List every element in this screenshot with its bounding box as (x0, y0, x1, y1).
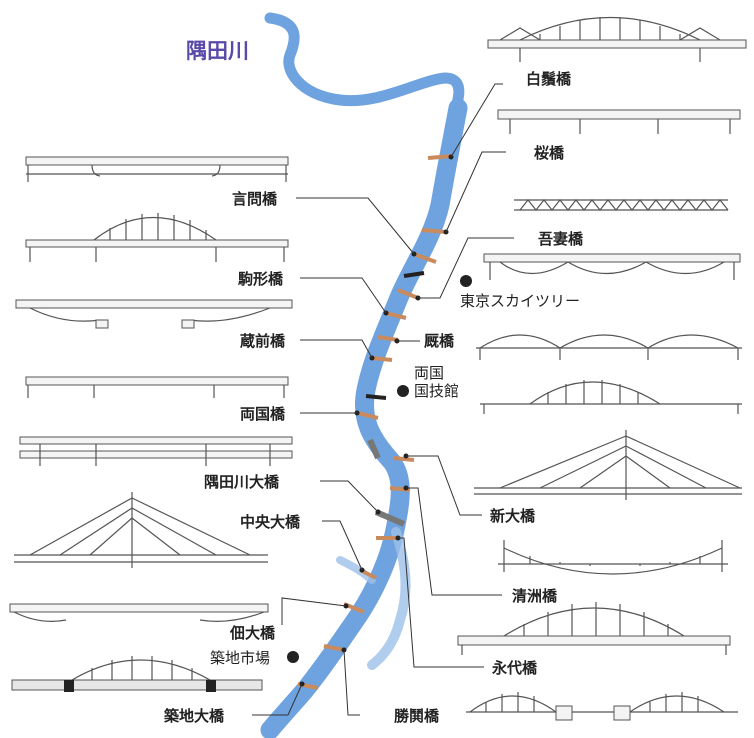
crossing-komagata (385, 311, 407, 320)
komagata-bridge-drawing (25, 213, 289, 262)
leader-kachidoki (343, 649, 360, 716)
river-branch-west (336, 556, 376, 584)
umaya-bridge-drawing (476, 334, 742, 360)
leader-eitai (398, 537, 484, 668)
skytree-marker (460, 275, 472, 287)
label-kuramae: 蔵前橋 (240, 332, 286, 350)
label-kototoi: 言問橋 (232, 190, 278, 208)
crossing-expressway-1 (367, 438, 381, 460)
leader-shirahige (450, 83, 503, 158)
sumidagawa-ohashi-bridge-drawing (19, 436, 293, 466)
sakura-bridge-drawing (497, 109, 741, 134)
crossing-sakura (421, 228, 447, 234)
kuramae-right-bridge-drawing (480, 380, 742, 414)
tsukiji-ohashi-bridge-drawing (11, 656, 263, 692)
chuo-ohashi-bridge-drawing (14, 492, 268, 568)
label-sakura: 桜橋 (534, 144, 565, 162)
leader-kuramae (300, 339, 373, 359)
label-komagata: 駒形橋 (238, 270, 284, 288)
market-marker (287, 651, 299, 663)
leader-lines (252, 83, 514, 716)
leader-sakura (445, 151, 506, 233)
label-kokugikan-line1: 両国 (414, 364, 444, 382)
eitai-bridge-drawing (457, 602, 731, 655)
crossing-azuma (397, 288, 419, 300)
shirahige-bridge-drawing (487, 16, 747, 62)
dark-crossings (365, 271, 425, 400)
label-sumidagawa-ohashi: 隅田川大橋 (204, 473, 280, 491)
crossing-ryogoku (357, 411, 379, 420)
crossing-kototoi (413, 252, 437, 264)
leader-kiyosu (406, 487, 502, 596)
crossing-rail-2 (365, 394, 387, 400)
label-shirahige: 白鬚橋 (526, 70, 572, 88)
leader-chuo (322, 520, 363, 571)
tsukuda-bridge-drawing (9, 603, 269, 622)
kokugikan-marker (397, 385, 409, 397)
leader-komagata (300, 277, 387, 314)
kototoi-bridge-drawing (25, 156, 289, 182)
river-main (260, 98, 468, 738)
azuma-lower-bridge-drawing (483, 253, 741, 280)
azuma-bridge-drawing (514, 199, 729, 211)
ryogoku-bridge-drawing (25, 376, 289, 398)
leader-shin-ohashi (406, 455, 482, 516)
leader-tsukiji (252, 683, 303, 716)
crossing-sumidagawa-ohashi (374, 509, 406, 527)
leader-tsukuda (281, 597, 347, 625)
label-umaya: 厩橋 (424, 332, 455, 350)
label-kachidoki: 勝鬨橋 (394, 707, 440, 725)
crossing-shin-ohashi (393, 456, 415, 462)
leader-sumidagawa-ohashi (320, 480, 379, 513)
crossing-kuramae (371, 356, 393, 362)
label-ryogoku: 両国橋 (240, 405, 286, 423)
label-shin-ohashi: 新大橋 (490, 507, 536, 525)
kiyosu-bridge-drawing (498, 540, 728, 575)
label-tsukuda-ohashi: 佃大橋 (229, 624, 276, 642)
kuramae-bridge-drawing (15, 299, 293, 329)
label-tsukiji-ohashi: 築地大橋 (163, 707, 225, 725)
crossing-kachidoki (323, 644, 345, 652)
crossing-rail-1 (403, 271, 425, 278)
river-upstream (264, 12, 465, 116)
crossing-umaya (377, 335, 399, 342)
label-market: 築地市場 (210, 649, 270, 667)
label-azuma: 吾妻橋 (538, 230, 584, 248)
label-kiyosu: 清洲橋 (512, 587, 558, 605)
leader-kototoi (296, 197, 415, 255)
leader-azuma (418, 237, 514, 299)
label-eitai: 永代橋 (491, 659, 538, 677)
label-kokugikan-line2: 国技館 (414, 382, 459, 400)
gray-crossings (367, 438, 406, 527)
label-chuo-ohashi: 中央大橋 (240, 513, 301, 531)
river-title: 隅田川 (186, 39, 249, 63)
label-skytree: 東京スカイツリー (460, 292, 580, 310)
kachidoki-bridge-drawing (466, 692, 738, 721)
shin-ohashi-bridge-drawing (474, 430, 742, 500)
crossing-shirahige (427, 154, 453, 160)
river-branch (367, 527, 411, 670)
